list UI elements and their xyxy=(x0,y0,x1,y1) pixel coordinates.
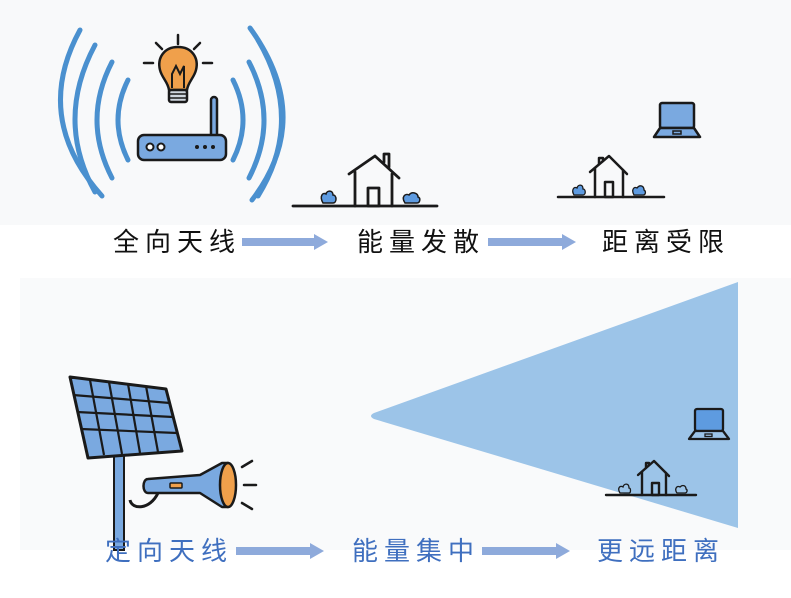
label-energy-dispersed: 能量发散 xyxy=(357,228,486,258)
arrow-right-icon xyxy=(488,234,576,250)
wave-arc-left-4 xyxy=(58,27,105,199)
router-icon xyxy=(136,95,228,162)
house-icon xyxy=(291,152,439,208)
arrow-right-icon xyxy=(236,543,324,559)
light-bulb-icon xyxy=(142,33,214,104)
wave-arc-right-4 xyxy=(247,25,286,203)
wave-arc-left-2 xyxy=(94,59,115,181)
house-icon xyxy=(604,459,698,497)
arrow-right-icon xyxy=(242,234,328,250)
label-omnidirectional-antenna: 全向天线 xyxy=(113,228,242,258)
wave-arc-right-2 xyxy=(246,59,267,181)
solar-panel-icon xyxy=(68,375,184,551)
arrow-right-icon xyxy=(482,543,570,559)
label-energy-focused: 能量集中 xyxy=(352,537,481,567)
flashlight-icon xyxy=(128,459,258,511)
laptop-icon xyxy=(652,101,702,139)
radio-waves-icon xyxy=(58,25,286,203)
label-directional-antenna: 定向天线 xyxy=(105,537,234,567)
house-icon xyxy=(556,154,666,199)
label-longer-distance: 更远距离 xyxy=(597,537,726,567)
wave-arc-right-1 xyxy=(230,77,246,163)
label-distance-limited: 距离受限 xyxy=(602,228,731,258)
laptop-icon xyxy=(687,407,731,441)
wave-arc-left-1 xyxy=(115,77,131,163)
